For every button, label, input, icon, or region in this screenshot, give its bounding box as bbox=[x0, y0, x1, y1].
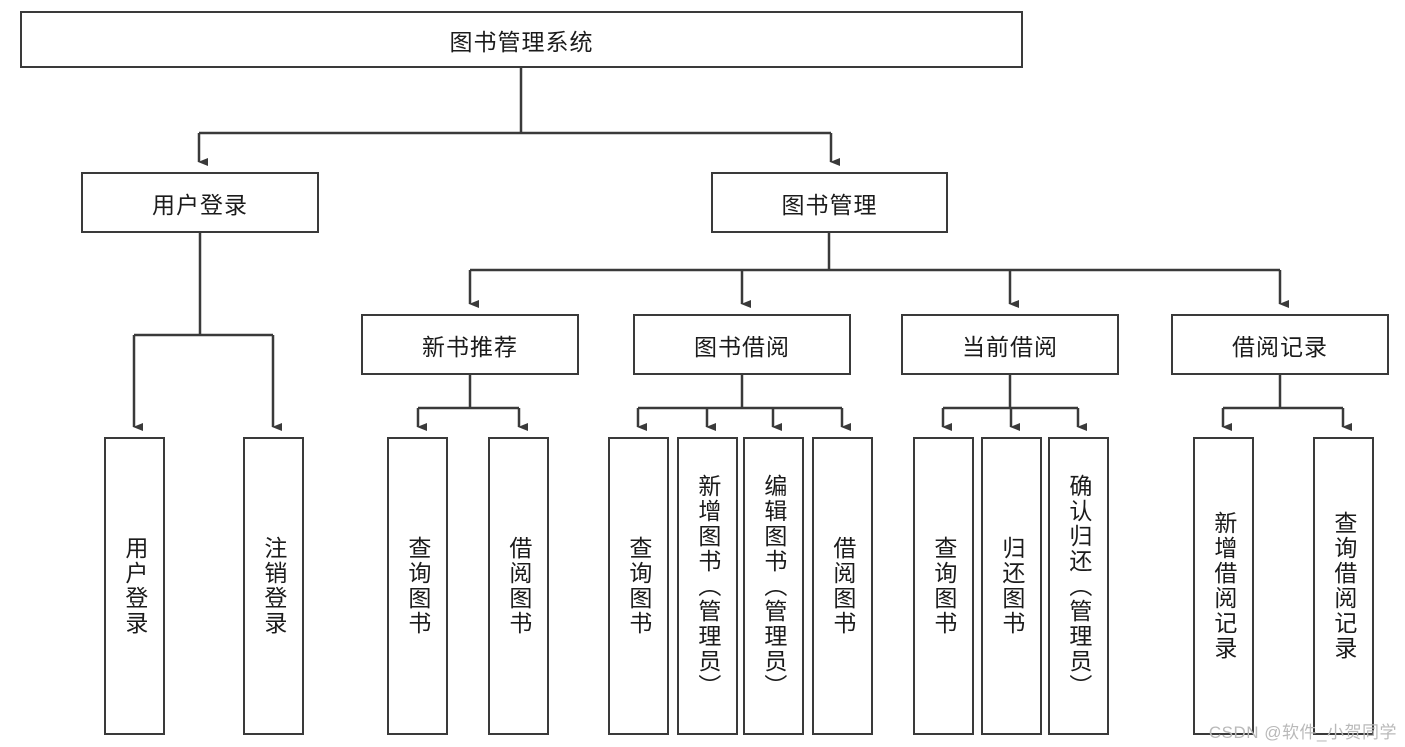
node-user-login[interactable]: 用户登录 bbox=[81, 172, 319, 233]
leaf-logout-login-label: 注销登录 bbox=[260, 536, 287, 636]
node-root[interactable]: 图书管理系统 bbox=[20, 11, 1023, 68]
node-current-borrow[interactable]: 当前借阅 bbox=[901, 314, 1119, 375]
leaf-user-login[interactable]: 用户登录 bbox=[104, 437, 165, 735]
leaf-borrow-book-1[interactable]: 借阅图书 bbox=[488, 437, 549, 735]
node-root-label: 图书管理系统 bbox=[449, 28, 594, 55]
node-borrow-record-label: 借阅记录 bbox=[1232, 333, 1328, 360]
leaf-query-book-3-label: 查询图书 bbox=[930, 536, 957, 636]
leaf-query-book-1[interactable]: 查询图书 bbox=[387, 437, 448, 735]
leaf-user-login-label: 用户登录 bbox=[121, 536, 148, 636]
leaf-return-book[interactable]: 归还图书 bbox=[981, 437, 1042, 735]
leaf-query-book-2[interactable]: 查询图书 bbox=[608, 437, 669, 735]
node-user-login-label: 用户登录 bbox=[152, 191, 248, 218]
leaf-borrow-book-2-label: 借阅图书 bbox=[829, 536, 856, 636]
leaf-query-book-3[interactable]: 查询图书 bbox=[913, 437, 974, 735]
node-current-borrow-label: 当前借阅 bbox=[962, 333, 1058, 360]
node-new-book-recommend[interactable]: 新书推荐 bbox=[361, 314, 579, 375]
leaf-query-book-1-label: 查询图书 bbox=[404, 536, 431, 636]
node-book-manage-label: 图书管理 bbox=[781, 191, 878, 218]
leaf-add-book-label: 新增图书（管理员） bbox=[694, 473, 721, 699]
leaf-borrow-book-2[interactable]: 借阅图书 bbox=[812, 437, 873, 735]
leaf-logout-login[interactable]: 注销登录 bbox=[243, 437, 304, 735]
leaf-edit-book-label: 编辑图书（管理员） bbox=[760, 473, 787, 699]
leaf-query-book-2-label: 查询图书 bbox=[625, 536, 652, 636]
leaf-confirm-return-label: 确认归还（管理员） bbox=[1065, 473, 1092, 699]
node-borrow-record[interactable]: 借阅记录 bbox=[1171, 314, 1389, 375]
leaf-query-record-label: 查询借阅记录 bbox=[1330, 511, 1357, 661]
leaf-borrow-book-1-label: 借阅图书 bbox=[505, 536, 532, 636]
node-new-book-recommend-label: 新书推荐 bbox=[422, 333, 518, 360]
node-book-manage[interactable]: 图书管理 bbox=[711, 172, 948, 233]
leaf-return-book-label: 归还图书 bbox=[998, 536, 1025, 636]
leaf-edit-book[interactable]: 编辑图书（管理员） bbox=[743, 437, 804, 735]
csdn-watermark: CSDN @软件_小贺同学 bbox=[1208, 723, 1397, 742]
leaf-add-book[interactable]: 新增图书（管理员） bbox=[677, 437, 738, 735]
node-book-borrow-label: 图书借阅 bbox=[694, 333, 790, 360]
leaf-confirm-return[interactable]: 确认归还（管理员） bbox=[1048, 437, 1109, 735]
leaf-query-record[interactable]: 查询借阅记录 bbox=[1313, 437, 1374, 735]
leaf-add-record[interactable]: 新增借阅记录 bbox=[1193, 437, 1254, 735]
leaf-add-record-label: 新增借阅记录 bbox=[1210, 511, 1237, 661]
node-book-borrow[interactable]: 图书借阅 bbox=[633, 314, 851, 375]
